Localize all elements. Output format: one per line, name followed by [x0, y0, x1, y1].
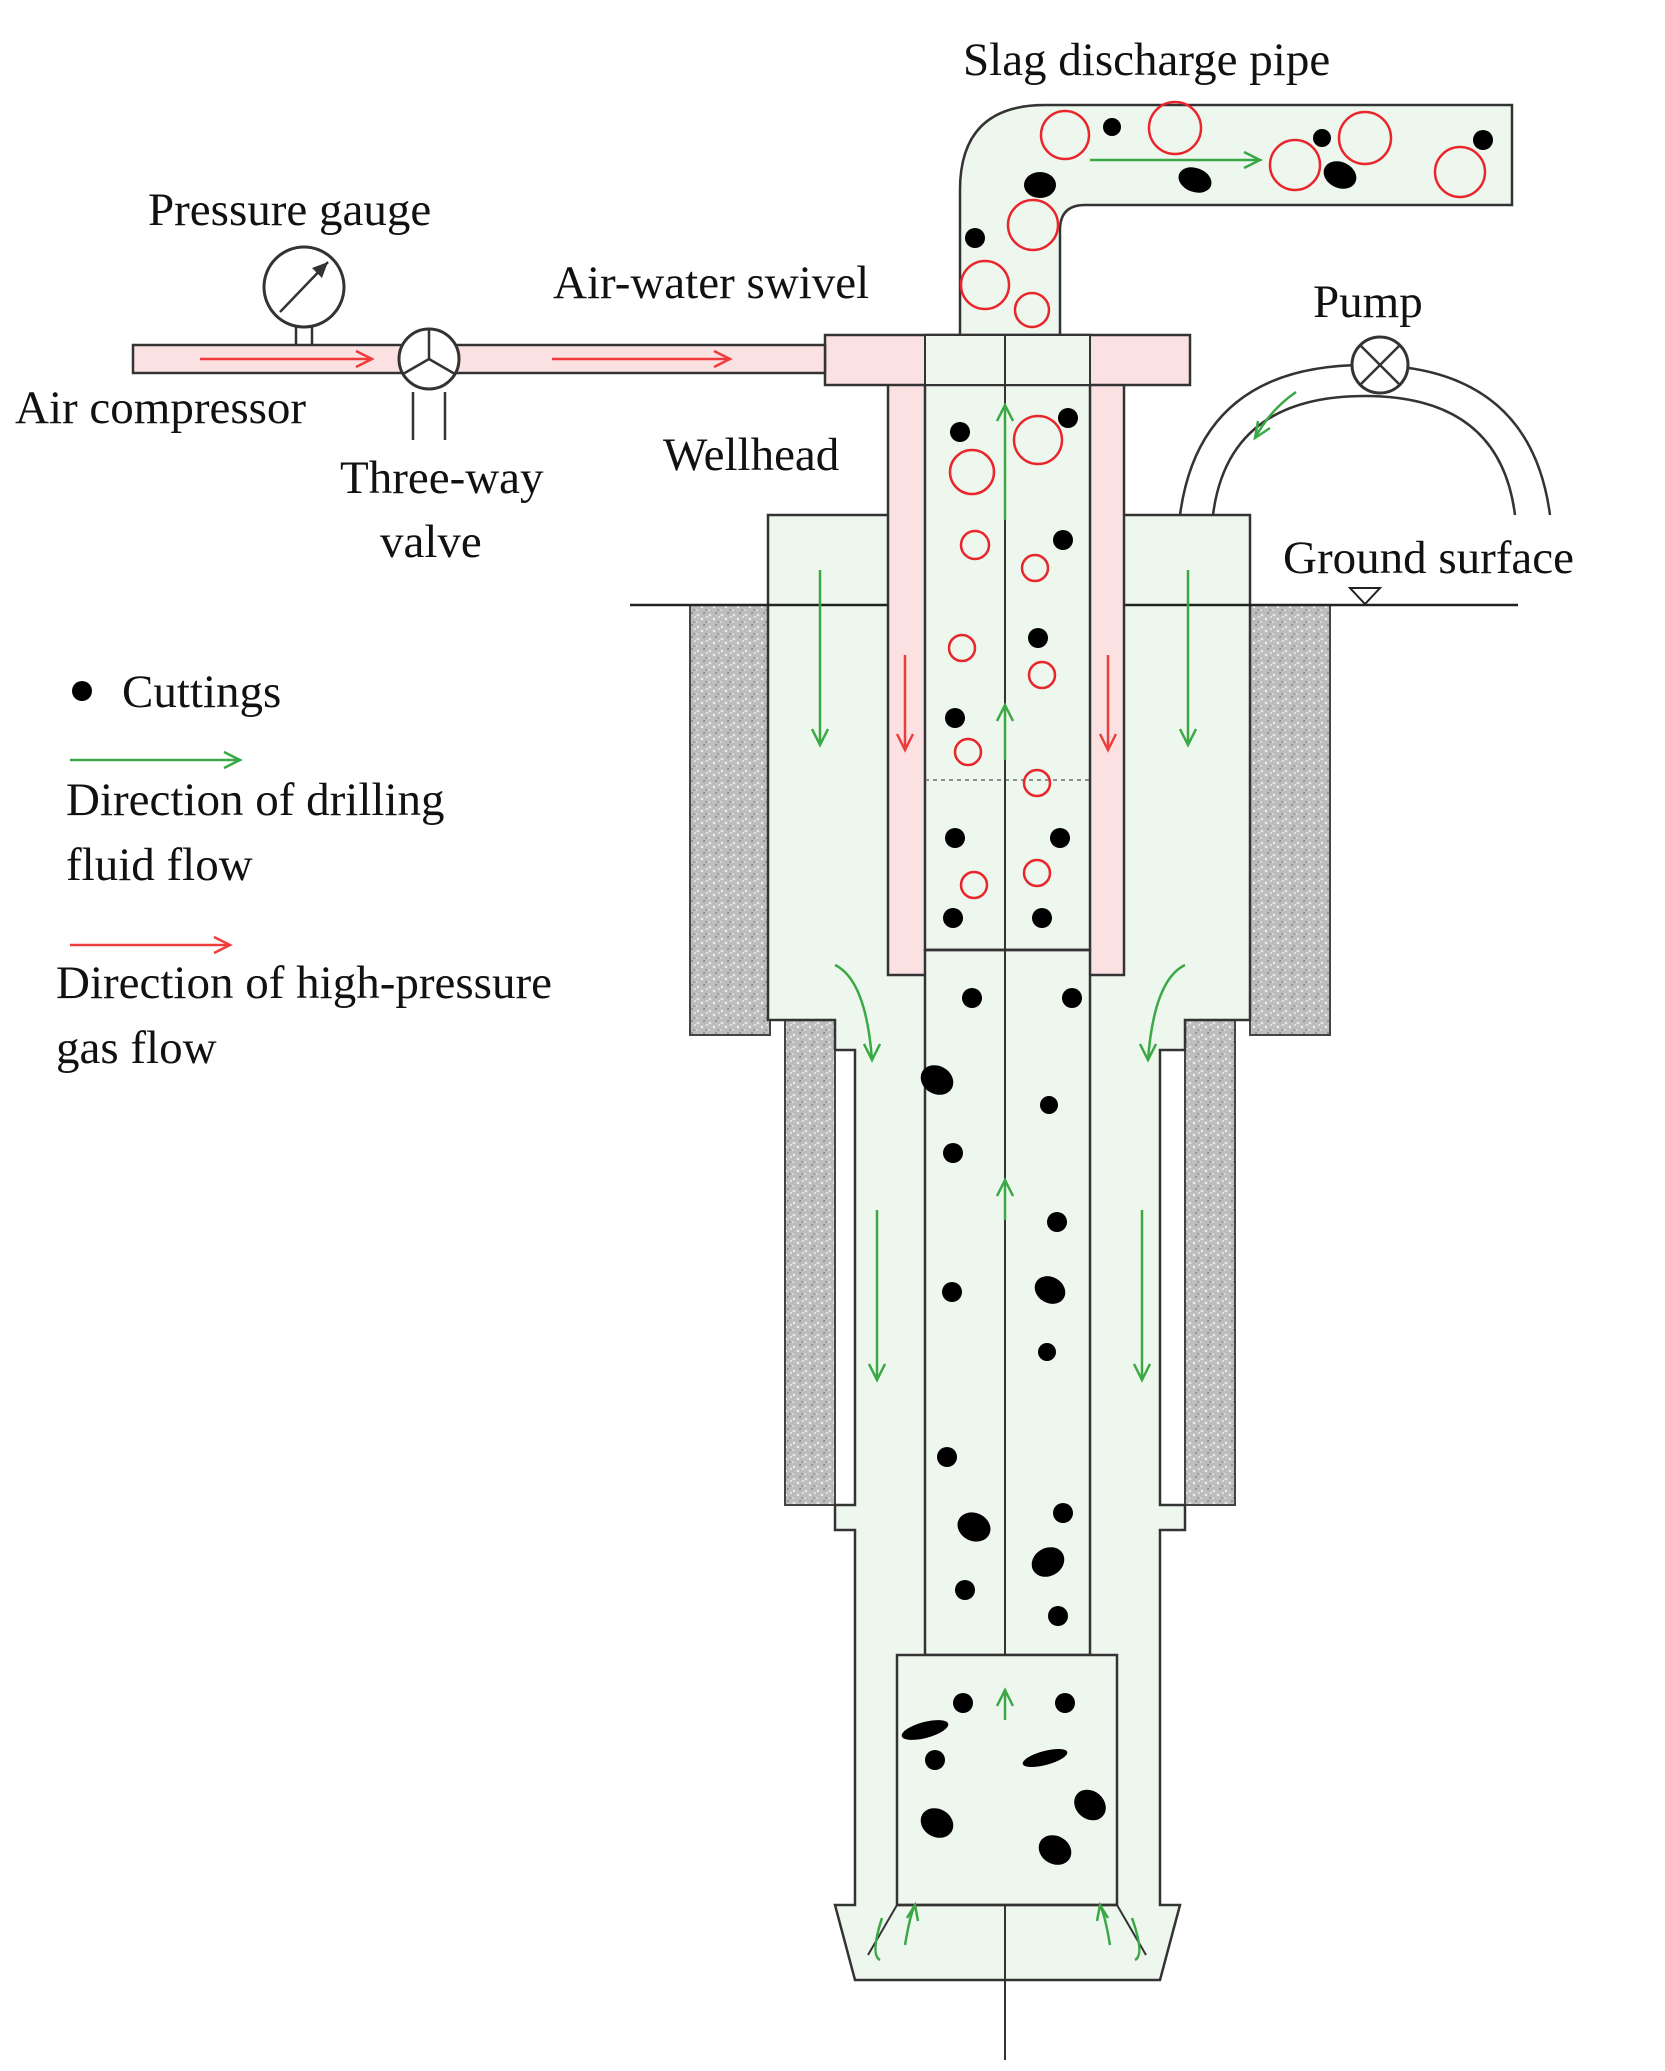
label-pressure-gauge: Pressure gauge: [148, 184, 431, 236]
legend-gas-flow-line1: Direction of high-pressure: [56, 957, 552, 1009]
label-three-way-valve-line1: Three-way: [340, 452, 544, 504]
fluid-flow-arrows: [70, 150, 1297, 1962]
label-air-water-swivel: Air-water swivel: [553, 257, 869, 309]
pump-return-line: [1178, 335, 1552, 516]
legend: Cuttings Direction of drilling fluid flo…: [56, 666, 552, 1074]
label-slag-discharge-pipe: Slag discharge pipe: [963, 34, 1330, 86]
pressure-gauge-icon: [262, 245, 346, 345]
legend-drilling-fluid-line1: Direction of drilling: [66, 774, 445, 826]
slag-discharge-pipe: [958, 103, 1514, 337]
label-ground-surface: Ground surface: [1283, 532, 1574, 584]
legend-gas-flow-line2: gas flow: [56, 1022, 217, 1074]
cuttings: [901, 118, 1493, 1865]
three-way-valve-icon: [397, 327, 461, 440]
label-air-compressor: Air compressor: [15, 382, 306, 434]
gas-flow-arrows: [70, 349, 1118, 955]
air-water-swivel: [823, 333, 1192, 387]
gas-bubbles: [947, 100, 1487, 900]
legend-drilling-fluid-line2: fluid flow: [66, 839, 253, 891]
label-three-way-valve-line2: valve: [380, 516, 482, 568]
ground-level-icon: [1347, 587, 1383, 606]
legend-cuttings: Cuttings: [122, 666, 281, 718]
labels: Slag discharge pipe Pressure gauge Air-w…: [15, 34, 1574, 584]
label-pump: Pump: [1313, 276, 1423, 328]
label-wellhead: Wellhead: [663, 429, 839, 481]
cuttings-legend-icon: [72, 681, 92, 701]
